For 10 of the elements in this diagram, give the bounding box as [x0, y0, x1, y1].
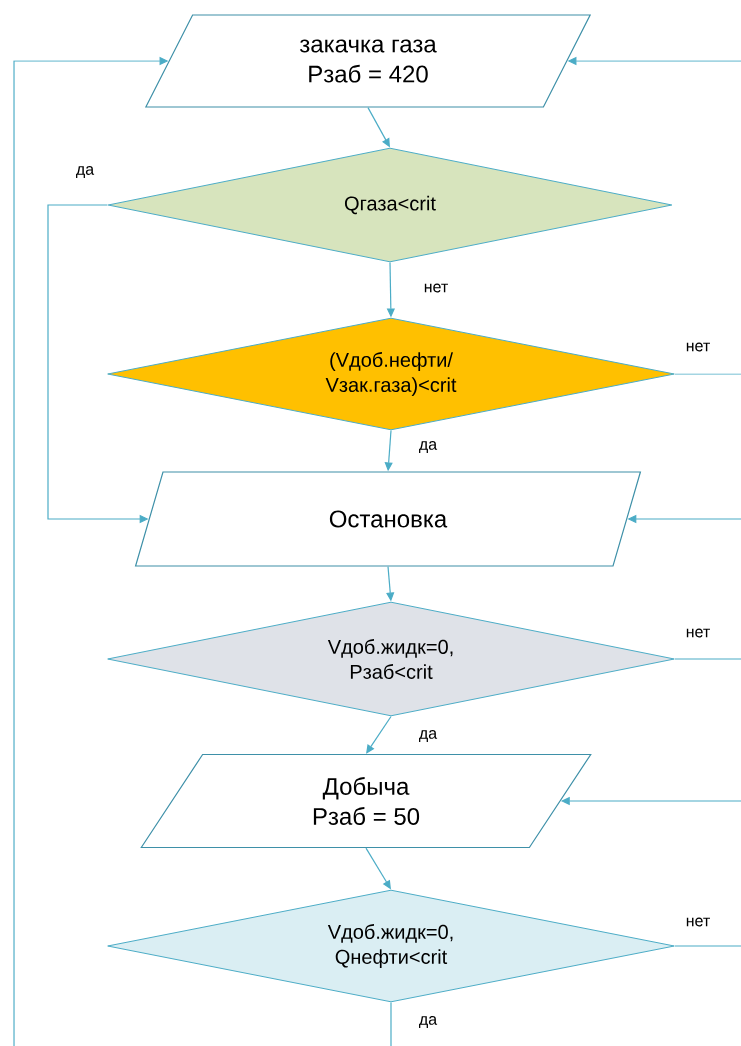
edge-label: да	[74, 165, 96, 179]
edge-label: нет	[684, 341, 712, 353]
edge-label: да	[417, 729, 439, 743]
edge-label: нет	[684, 916, 712, 928]
edge-label: нет	[684, 627, 712, 639]
edge-label: да	[417, 1015, 439, 1029]
edge-label: да	[417, 440, 439, 454]
arrow	[366, 715, 392, 754]
edge-label: нет	[422, 282, 450, 294]
parallelogram-box: Добыча Рзаб = 50	[140, 753, 592, 849]
